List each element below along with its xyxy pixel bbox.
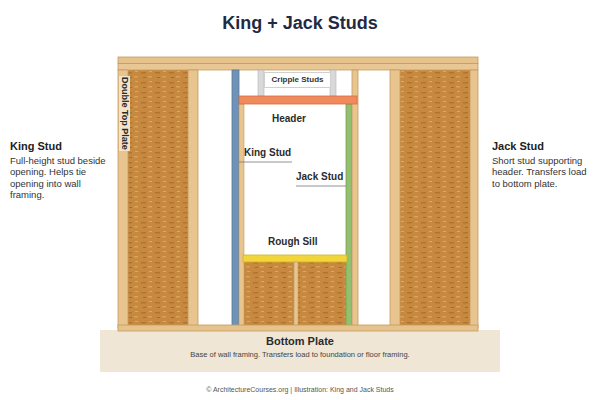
part-label: King Stud xyxy=(244,147,291,159)
part-label: Rough Sill xyxy=(268,236,317,248)
node-heading: Cripple Studs xyxy=(270,75,325,85)
side-heading: King Stud xyxy=(10,140,62,153)
node-heading: Bottom Plate xyxy=(106,335,494,348)
diagram-title: King + Jack Studs xyxy=(0,13,600,35)
plate-band: Bottom PlateBase of wall framing. Transf… xyxy=(100,331,500,372)
side-note: Full-height stud beside opening. Helps t… xyxy=(10,155,110,201)
side-note: Short stud supporting header. Transfers … xyxy=(492,155,592,189)
node-body: Base of wall framing. Transfers load to … xyxy=(106,350,494,359)
side-heading: Jack Stud xyxy=(492,140,544,153)
label-box: Cripple Studs xyxy=(264,72,331,88)
credit-caption: © ArchitectureCourses.org | Illustration… xyxy=(0,386,600,394)
part-label: Double Top Plate xyxy=(119,76,130,151)
part-label: Jack Stud xyxy=(296,171,343,183)
part-label: Header xyxy=(272,113,306,125)
